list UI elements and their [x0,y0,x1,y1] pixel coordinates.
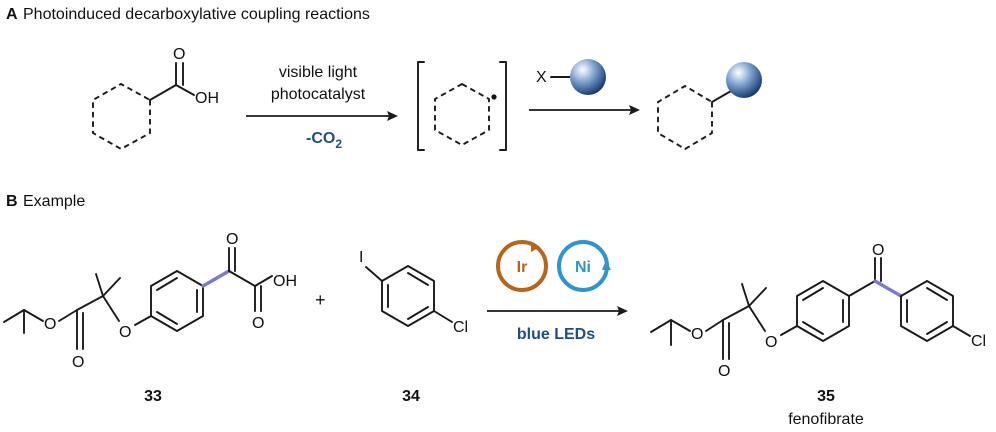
chlorine-35: Cl [971,333,986,350]
catalyst-ir: Ir [517,259,528,276]
dual-catalysis: Ir Ni blue LEDs [487,240,628,343]
coupling-arrow [529,105,640,115]
section-a-title: Photoinduced decarboxylative coupling re… [23,6,370,23]
highlight-bond-35 [873,279,903,298]
condition-blue-leds: blue LEDs [517,326,595,343]
compound-label-35: 35 [817,388,835,405]
substituent-ball-reagent [570,59,606,95]
acid-oh: OH [195,90,219,107]
decarboxylation-arrow: visible light photocatalyst -CO2 [246,64,398,151]
acid-carbonyl-o: O [173,46,185,63]
compound-label-34: 34 [402,388,420,405]
ether-o-33: O [119,324,131,341]
radical-dot [491,94,497,100]
substituent-ball-product [726,62,762,98]
iodine-34: I [359,249,363,266]
condition-photocatalyst: photocatalyst [271,86,366,103]
cyclohexanecarboxylic-acid: O OH [92,46,219,151]
section-b-header: B Example [6,193,85,210]
ester-carbonyl-o-35: O [718,363,730,380]
ir-cycle-ring [496,240,548,292]
section-a-letter: A [6,6,18,23]
compound-35-fenofibrate: O O O O Cl 35 fenofibrate [650,242,986,428]
chlorine-34: Cl [453,319,468,336]
ester-o-35: O [691,326,703,343]
coupled-product [657,62,762,151]
acid-oh-33: OH [273,273,297,290]
compound-label-33: 33 [144,388,162,405]
section-b-title: Example [23,193,85,210]
keto-o-33: O [226,231,238,248]
compound-name-fenofibrate: fenofibrate [788,411,864,428]
compound-34: I Cl 34 [359,249,468,405]
ester-carbonyl-o-33: O [72,354,84,371]
highlight-bond-33 [201,269,231,288]
catalyst-ni: Ni [575,259,591,276]
plus-sign: + [315,290,326,310]
section-a-header: A Photoinduced decarboxylative coupling … [6,6,370,23]
ester-o-33: O [44,316,56,333]
compound-33: O O O O OH O 33 [3,231,297,405]
ketone-o-35: O [872,242,884,259]
condition-visible-light: visible light [279,64,358,81]
leaving-group-x: X [536,69,547,86]
condition-minus-co2: -CO2 [306,130,342,151]
cyclohexyl-radical-intermediate [417,61,507,151]
coupling-partner: X [536,59,606,95]
section-b-letter: B [6,193,18,210]
acid-carbonyl-o-33: O [252,315,264,332]
ether-o-35: O [765,334,777,351]
